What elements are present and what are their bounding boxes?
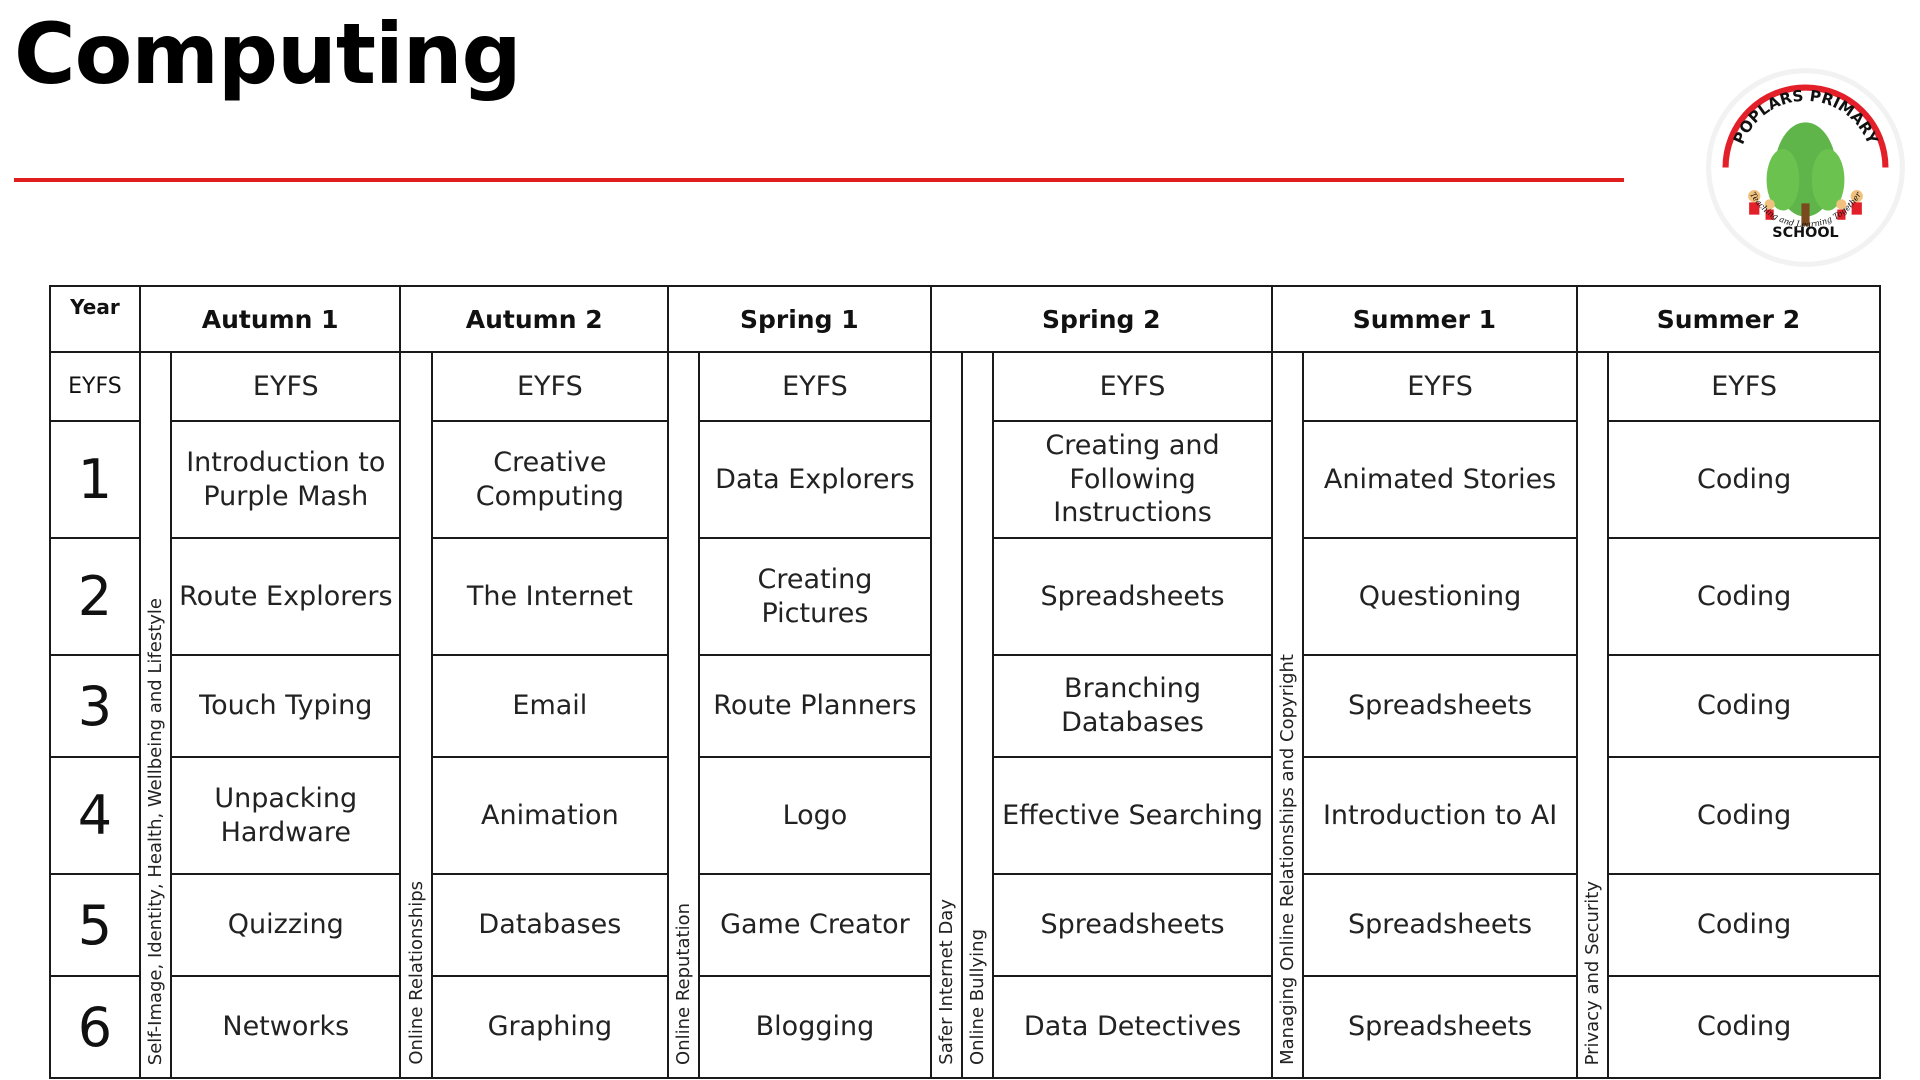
table-cell: Coding — [1607, 537, 1881, 656]
school-logo: POPLARS PRIMARY SCHOOL Teaching and Lear… — [1706, 68, 1905, 267]
table-cell: Blogging — [698, 975, 932, 1079]
table-cell: EYFS — [1607, 351, 1881, 422]
table-cell: Effective Searching — [992, 756, 1273, 875]
year-column-header: Year — [49, 285, 141, 353]
table-cell: Creative Computing — [430, 420, 670, 539]
table-cell: Coding — [1607, 975, 1881, 1079]
year-label: 1 — [49, 420, 141, 539]
table-cell: Animation — [430, 756, 670, 875]
table-cell: Questioning — [1302, 537, 1578, 656]
table-row: 2 Route Explorers The Internet Creating … — [49, 537, 1881, 656]
term-header-spring-1: Spring 1 — [667, 285, 932, 353]
year-label: 3 — [49, 654, 141, 758]
term-header-summer-2: Summer 2 — [1575, 285, 1882, 353]
table-cell: Creating and Following Instructions — [992, 420, 1273, 539]
table-cell: Spreadsheets — [992, 873, 1273, 977]
table-cell: Coding — [1607, 420, 1881, 539]
year-label: 6 — [49, 975, 141, 1079]
table-cell: Introduction to Purple Mash — [170, 420, 402, 539]
table-cell: EYFS — [1302, 351, 1578, 422]
header-row: Year Autumn 1 Autumn 2 Spring 1 Spring 2… — [49, 285, 1882, 353]
table-cell: Coding — [1607, 873, 1881, 977]
year-label: 4 — [49, 756, 141, 875]
table-row: 4 Unpacking Hardware Animation Logo Effe… — [49, 756, 1881, 875]
table-row: 6 Networks Graphing Blogging Data Detect… — [49, 975, 1881, 1079]
theme-safer-internet-day: Safer Internet Day — [929, 351, 963, 1079]
theme-label: Online Bullying — [967, 928, 989, 1065]
title-divider — [14, 178, 1624, 182]
term-header-autumn-2: Autumn 2 — [399, 285, 670, 353]
table-cell: Game Creator — [698, 873, 932, 977]
table-cell: EYFS — [170, 351, 402, 422]
table-cell: Creating Pictures — [698, 537, 932, 656]
table-row: 1 Introduction to Purple Mash Creative C… — [49, 420, 1881, 539]
theme-label: Safer Internet Day — [935, 899, 957, 1065]
term-header-summer-1: Summer 1 — [1270, 285, 1578, 353]
table-cell: Route Explorers — [170, 537, 402, 656]
table-cell: EYFS — [430, 351, 670, 422]
table-cell: Animated Stories — [1302, 420, 1578, 539]
theme-summer-2: Privacy and Security — [1575, 351, 1610, 1079]
table-cell: EYFS — [698, 351, 932, 422]
table-cell: Spreadsheets — [1302, 654, 1578, 758]
curriculum-table: Year Autumn 1 Autumn 2 Spring 1 Spring 2… — [49, 285, 1882, 1079]
page-title: Computing — [14, 5, 522, 103]
theme-label: Privacy and Security — [1582, 880, 1604, 1065]
table-cell: Networks — [170, 975, 402, 1079]
table-cell: Branching Databases — [992, 654, 1273, 758]
year-label: 5 — [49, 873, 141, 977]
theme-label: Managing Online Relationships and Copyri… — [1277, 654, 1299, 1065]
table-cell: Quizzing — [170, 873, 402, 977]
theme-label: Self-Image, Identity, Health, Wellbeing … — [145, 597, 167, 1065]
table-cell: Spreadsheets — [992, 537, 1273, 656]
table-row: 5 Quizzing Databases Game Creator Spread… — [49, 873, 1881, 977]
table-cell: Email — [430, 654, 670, 758]
table-cell: Unpacking Hardware — [170, 756, 402, 875]
theme-spring-1: Online Reputation — [667, 351, 701, 1079]
table-cell: Coding — [1607, 654, 1881, 758]
table-cell: Spreadsheets — [1302, 975, 1578, 1079]
table-cell: Data Detectives — [992, 975, 1273, 1079]
logo-bottom-text: SCHOOL — [1772, 225, 1838, 241]
year-label: EYFS — [49, 351, 141, 422]
table-cell: Spreadsheets — [1302, 873, 1578, 977]
table-cell: Data Explorers — [698, 420, 932, 539]
theme-label: Online Relationships — [405, 881, 427, 1065]
table-row: 3 Touch Typing Email Route Planners Bran… — [49, 654, 1881, 758]
theme-summer-1: Managing Online Relationships and Copyri… — [1270, 351, 1305, 1079]
year-label: 2 — [49, 537, 141, 656]
table-cell: EYFS — [992, 351, 1273, 422]
table-cell: Route Planners — [698, 654, 932, 758]
theme-label: Online Reputation — [673, 903, 695, 1065]
table-row: EYFS Self-Image, Identity, Health, Wellb… — [49, 351, 1881, 1079]
table-cell: Introduction to AI — [1302, 756, 1578, 875]
table-cell: Coding — [1607, 756, 1881, 875]
table-cell: Databases — [430, 873, 670, 977]
theme-autumn-2: Online Relationships — [399, 351, 433, 1079]
table-cell: Touch Typing — [170, 654, 402, 758]
table-cell: Graphing — [430, 975, 670, 1079]
table-cell: Logo — [698, 756, 932, 875]
term-header-autumn-1: Autumn 1 — [138, 285, 402, 353]
theme-autumn-1: Self-Image, Identity, Health, Wellbeing … — [138, 351, 173, 1079]
theme-spring-2: Online Bullying — [960, 351, 995, 1079]
table-cell: The Internet — [430, 537, 670, 656]
term-header-spring-2: Spring 2 — [929, 285, 1273, 353]
